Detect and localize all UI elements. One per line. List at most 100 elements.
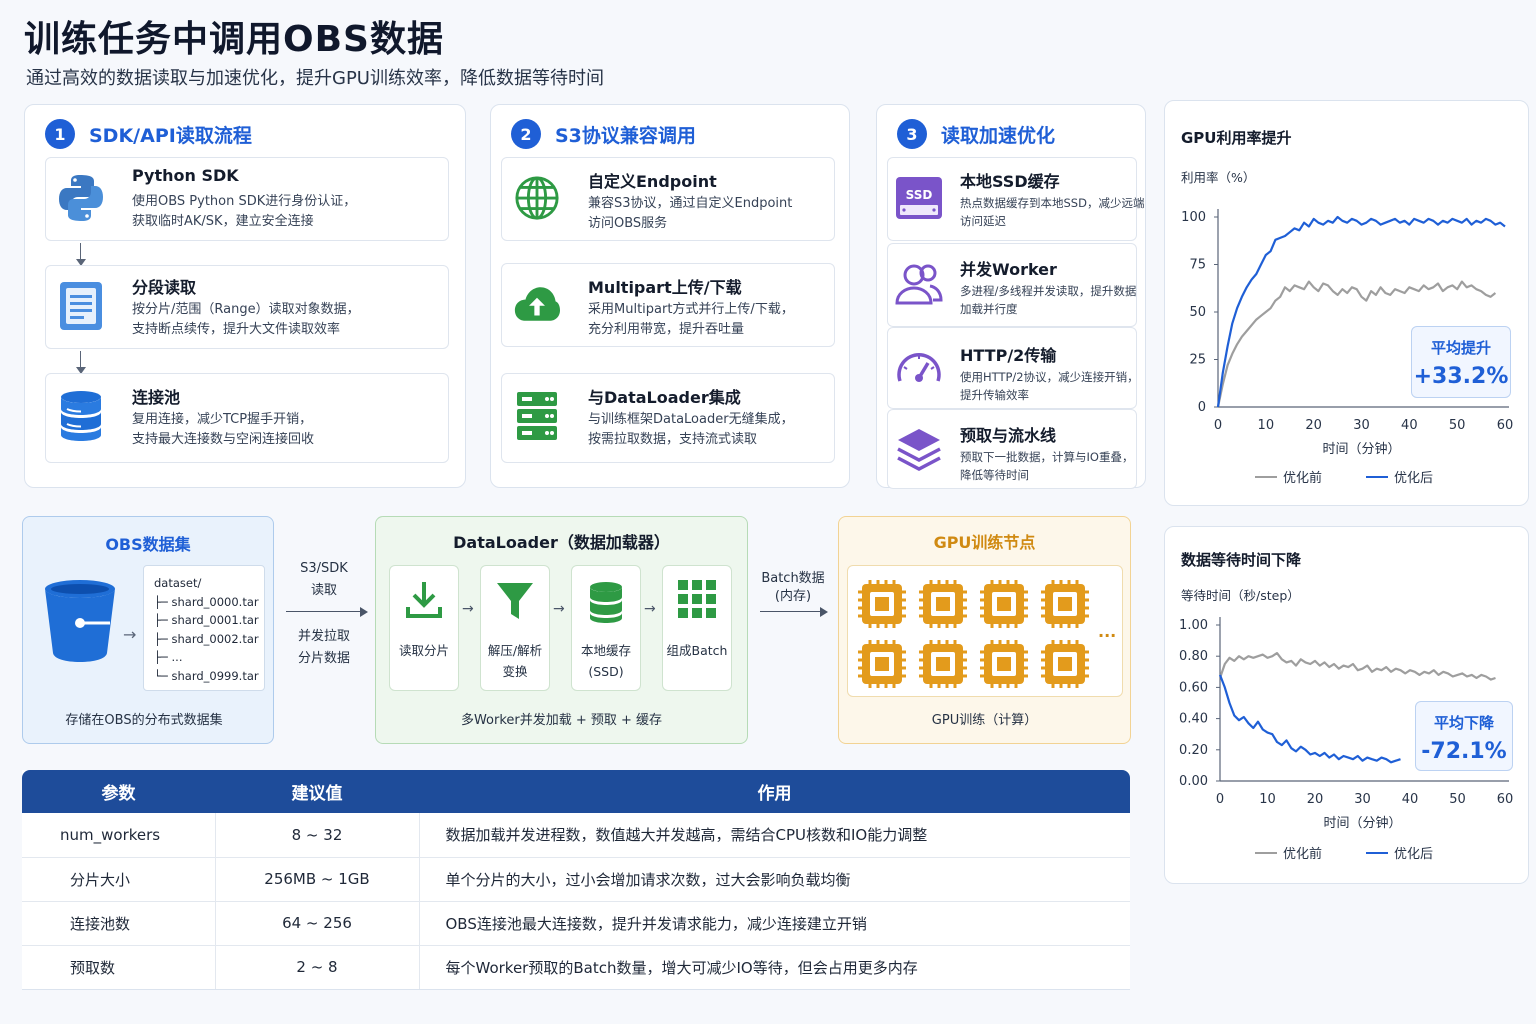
dataloader-box: DataLoader（数据加载器） 读取分片 → 解压/解析变换 → 本地缓存(… <box>375 516 748 744</box>
y-tick-label: 0.20 <box>1179 743 1208 758</box>
series-line <box>1216 215 1506 408</box>
section-s3-compat: 2 S3协议兼容调用 自定义Endpoint 兼容S3协议，通过自定义Endpo… <box>490 104 850 488</box>
series-line <box>1218 651 1496 681</box>
table-header: 参数 <box>22 770 215 813</box>
y-tick-label: 0.00 <box>1179 774 1208 789</box>
card-ssd-cache: SSD 本地SSD缓存 热点数据缓存到本地SSD，减少远端访问延迟 <box>887 157 1144 241</box>
y-tick-label: 0.60 <box>1179 680 1208 695</box>
dataloader-caption: 多Worker并发加载 + 预取 + 缓存 <box>460 713 663 728</box>
x-tick-label: 10 <box>1258 418 1275 433</box>
card-desc: 按分片/范围（Range）读取对象数据，支持断点续传，提升大文件读取效率 <box>132 302 360 337</box>
gpu-chip-icon <box>980 640 1028 688</box>
arrow-down-icon <box>76 259 86 266</box>
x-tick-label: 30 <box>1354 792 1371 807</box>
x-tick-label: 20 <box>1307 792 1324 807</box>
param-value: 8 ~ 32 <box>215 813 420 858</box>
param-value: 256MB ~ 1GB <box>215 857 420 902</box>
download-icon <box>390 580 458 620</box>
y-axis-label: 等待时间（秒/step） <box>1181 588 1300 603</box>
x-tick-label: 0 <box>1216 792 1224 807</box>
obs-dataset-title: OBS数据集 <box>105 535 191 554</box>
legend-swatch <box>1255 851 1277 854</box>
param-effect: OBS连接池最大连接数，提升并发请求能力，减少连接建立开销 <box>419 901 1130 946</box>
x-tick-label: 60 <box>1497 792 1514 807</box>
section-title: 读取加速优化 <box>941 124 1056 147</box>
x-axis-label: 时间（分钟） <box>1322 441 1400 457</box>
filter-icon <box>481 580 549 622</box>
chart-title: 数据等待时间下降 <box>1181 551 1302 569</box>
param-effect: 每个Worker预取的Batch数量，增大可减少IO等待，但会占用更多内存 <box>419 945 1130 990</box>
arrow-right-icon: → <box>644 601 656 617</box>
flow-arrow <box>286 611 360 612</box>
table-header: 作用 <box>419 770 1130 813</box>
file-list-item: ├─ shard_0000.tar <box>154 594 259 609</box>
x-tick-label: 40 <box>1402 792 1419 807</box>
card-desc: 使用HTTP/2协议，减少连接开销，提升传输效率 <box>960 370 1139 402</box>
users-icon <box>894 256 944 312</box>
table-header: 建议值 <box>215 770 419 813</box>
card-title: Multipart上传/下载 <box>588 278 742 297</box>
file-list-item: ├─ ... <box>154 650 183 664</box>
gpu-chip-icon <box>1041 580 1089 628</box>
y-tick-label: 25 <box>1189 353 1206 368</box>
table-row: 分片大小 256MB ~ 1GB 单个分片的大小，过小会增加请求次数，过大会影响… <box>22 857 1130 902</box>
card-title: 并发Worker <box>960 260 1057 279</box>
legend-swatch <box>1366 851 1389 854</box>
y-tick-label: 100 <box>1181 210 1206 225</box>
chart-title: GPU利用率提升 <box>1181 129 1292 147</box>
card-title: HTTP/2传输 <box>960 346 1057 365</box>
section-number: 1 <box>45 119 75 149</box>
param-value: 64 ~ 256 <box>215 901 420 946</box>
database-icon <box>58 388 104 444</box>
card-title: Python SDK <box>132 166 239 185</box>
param-name: 分片大小 <box>22 857 216 902</box>
card-desc: 预取下一批数据，计算与IO重叠，降低等待时间 <box>960 450 1134 482</box>
step-label: 读取分片 <box>398 643 449 658</box>
layers-icon <box>894 422 944 478</box>
card-desc: 采用Multipart方式并行上传/下载，充分利用带宽，提升吞吐量 <box>588 302 794 337</box>
gpu-chip-icon <box>1041 640 1089 688</box>
flow-label-batch: Batch数据(内存) <box>761 571 825 604</box>
section-number: 2 <box>511 119 541 149</box>
card-title: 分段读取 <box>132 278 197 297</box>
gpu-chip-icon <box>919 640 967 688</box>
card-http2: HTTP/2传输 使用HTTP/2协议，减少连接开销，提升传输效率 <box>887 327 1139 409</box>
arrow-right-icon <box>820 607 828 617</box>
improvement-badge: 平均提升 +33.2% <box>1411 326 1511 398</box>
file-list-item: dataset/ <box>154 576 202 590</box>
card-title: 连接池 <box>132 388 181 407</box>
storage-icon <box>572 580 640 624</box>
step-form-batch: 组成Batch <box>662 565 732 691</box>
reduction-badge: 平均下降 -72.1% <box>1415 701 1513 771</box>
table-row: 连接池数 64 ~ 256 OBS连接池最大连接数，提升并发请求能力，减少连接建… <box>22 901 1130 946</box>
file-list: dataset/ ├─ shard_0000.tar ├─ shard_0001… <box>143 565 265 691</box>
legend-item: 优化后 <box>1366 467 1433 486</box>
flow-connector <box>80 243 81 261</box>
y-tick-label: 75 <box>1189 258 1206 273</box>
card-title: 自定义Endpoint <box>588 172 717 191</box>
gpu-chip-icon <box>858 580 906 628</box>
card-title: 本地SSD缓存 <box>960 172 1060 191</box>
x-tick-label: 40 <box>1401 418 1418 433</box>
y-tick-label: 50 <box>1189 305 1206 320</box>
card-desc: 与训练框架DataLoader无缝集成，按需拉取数据，支持流式读取 <box>588 412 794 447</box>
table-row: num_workers 8 ~ 32 数据加载并发进程数，数值越大并发越高，需结… <box>22 813 1130 858</box>
card-segmented-read: 分段读取 按分片/范围（Range）读取对象数据，支持断点续传，提升大文件读取效… <box>45 265 449 349</box>
section-title: SDK/API读取流程 <box>89 124 252 147</box>
section-read-acceleration: 3 读取加速优化 SSD 本地SSD缓存 热点数据缓存到本地SSD，减少远端访问… <box>876 104 1146 489</box>
section-sdk-api: 1 SDK/API读取流程 Python SDK 使用OBS Python SD… <box>24 104 466 488</box>
param-name: num_workers <box>22 813 216 858</box>
card-title: 预取与流水线 <box>960 426 1057 445</box>
ssd-icon-label: SSD <box>906 188 933 202</box>
legend-swatch <box>1255 475 1277 478</box>
legend-swatch <box>1366 475 1389 478</box>
x-tick-label: 50 <box>1449 418 1466 433</box>
arrow-down-icon <box>76 367 86 374</box>
param-effect: 数据加载并发进程数，数值越大并发越高，需结合CPU核数和IO能力调整 <box>419 813 1130 858</box>
y-axis-label: 利用率（%） <box>1181 170 1256 185</box>
y-tick-label: 1.00 <box>1179 618 1208 633</box>
